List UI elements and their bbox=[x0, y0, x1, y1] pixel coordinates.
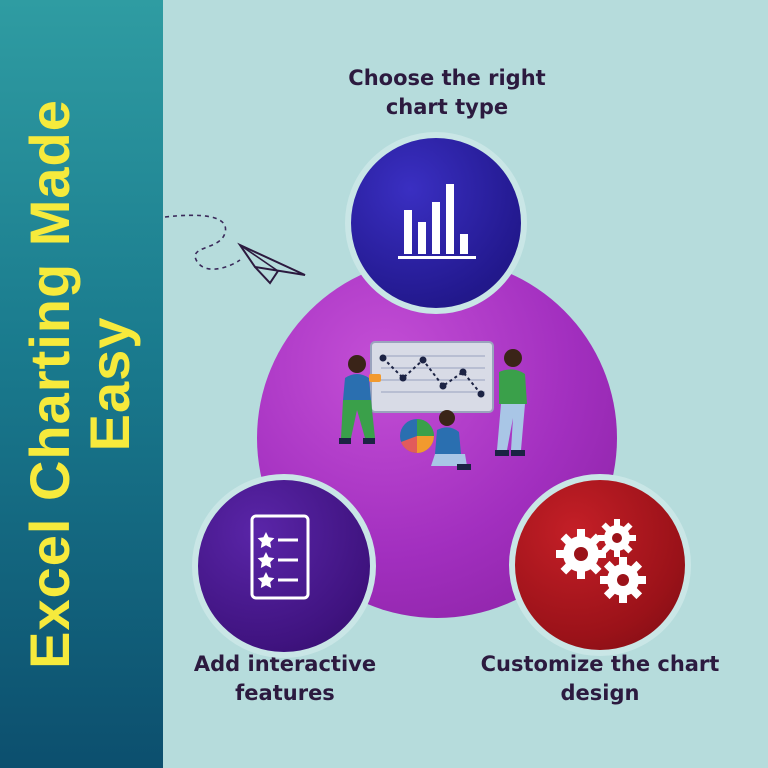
checklist-icon bbox=[250, 514, 310, 600]
step-2-label-line-2: features bbox=[235, 681, 335, 705]
people-analyzing-chart-illustration bbox=[339, 341, 527, 470]
paper-plane-icon bbox=[164, 214, 306, 285]
step-circle-interactive-features bbox=[192, 474, 376, 658]
title-line-1: Excel Charting Made bbox=[18, 99, 81, 669]
step-3-label-line-2: design bbox=[560, 681, 640, 705]
step-1-label-line-2: chart type bbox=[385, 95, 509, 119]
step-3-label-line-1: Customize the chart bbox=[480, 652, 720, 676]
step-circle-choose-chart bbox=[345, 132, 527, 314]
bar-chart-icon bbox=[398, 184, 476, 259]
step-1-label-line-1: Choose the right bbox=[348, 66, 546, 90]
step-label-interactive-features: Add interactive features bbox=[160, 650, 410, 708]
step-label-customize-design: Customize the chart design bbox=[452, 650, 748, 708]
step-circle-customize-design bbox=[509, 474, 691, 656]
sidebar-banner: Excel Charting Made Easy bbox=[0, 0, 163, 768]
title-line-2: Easy bbox=[78, 316, 141, 452]
gears-icon bbox=[556, 519, 646, 603]
step-label-choose-chart: Choose the right chart type bbox=[322, 64, 572, 122]
